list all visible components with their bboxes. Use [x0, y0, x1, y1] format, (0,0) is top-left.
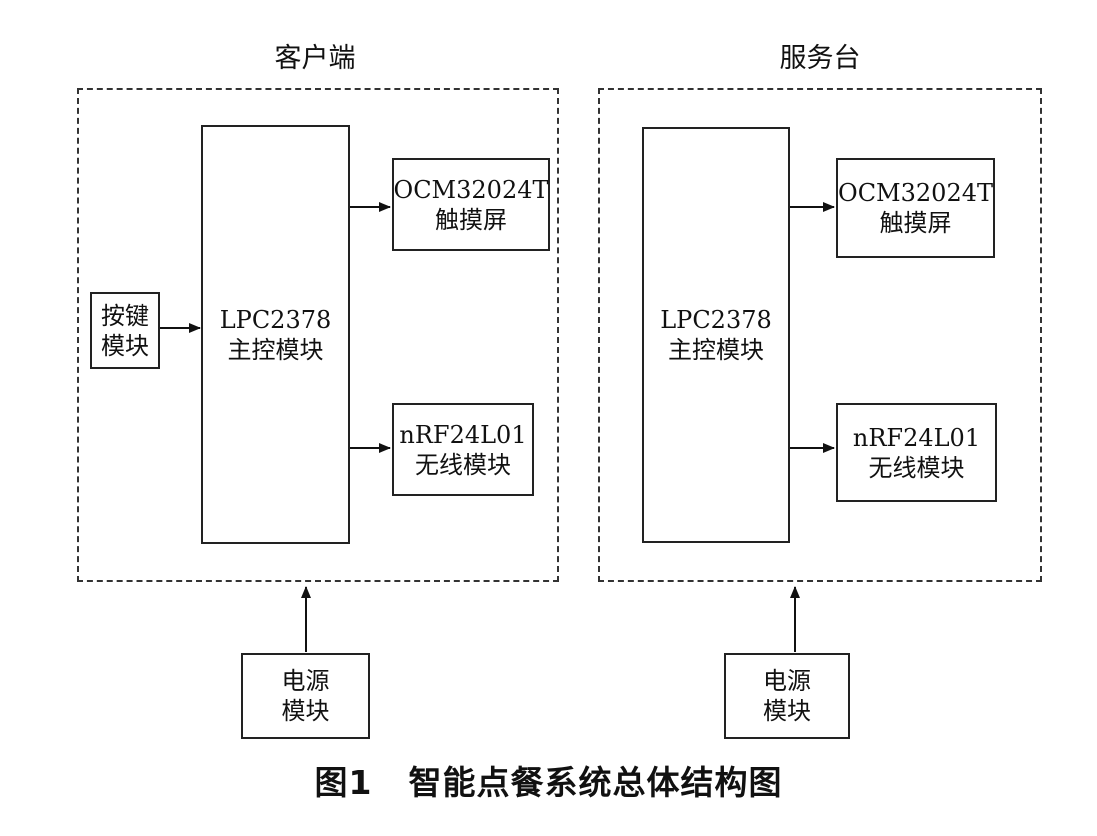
server-wireless-line2: 无线模块 [868, 453, 965, 482]
server-main-line2: 主控模块 [668, 336, 764, 364]
figure-caption: 图1 智能点餐系统总体结构图 [0, 756, 1097, 804]
client-keys-line2: 模块 [101, 331, 149, 360]
client-wireless-block: nRF24L01 无线模块 [392, 403, 534, 496]
server-main-control-block: LPC2378 主控模块 [642, 127, 790, 543]
client-main-line1: LPC2378 [219, 305, 332, 334]
client-power-line1: 电源 [281, 667, 330, 695]
client-touch-line2: 触摸屏 [435, 205, 507, 234]
client-touch-line1: OCM32024T [393, 175, 549, 204]
client-keys-line1: 按键 [101, 301, 149, 330]
client-touchscreen-block: OCM32024T 触摸屏 [392, 158, 550, 251]
figure-number: 图1 [314, 763, 373, 802]
server-title: 服务台 [779, 43, 861, 74]
server-power-line1: 电源 [763, 667, 811, 695]
server-main-line1: LPC2378 [660, 306, 772, 334]
client-wireless-line2: 无线模块 [415, 450, 511, 479]
server-power-block: 电源 模块 [724, 653, 850, 739]
server-power-line2: 模块 [763, 697, 811, 725]
client-group [77, 88, 559, 582]
server-touch-line1: OCM32024T [838, 179, 993, 207]
server-group [598, 88, 1042, 582]
figure-caption-text: 智能点餐系统总体结构图 [408, 763, 783, 802]
client-main-control-block: LPC2378 主控模块 [201, 125, 350, 544]
server-wireless-line1: nRF24L01 [852, 423, 981, 452]
client-wireless-line1: nRF24L01 [399, 420, 527, 449]
client-main-line2: 主控模块 [227, 335, 324, 364]
server-wireless-block: nRF24L01 无线模块 [836, 403, 997, 502]
client-keys-block: 按键 模块 [90, 292, 160, 369]
client-power-line2: 模块 [281, 697, 330, 725]
client-power-block: 电源 模块 [241, 653, 370, 739]
client-title: 客户端 [274, 43, 356, 74]
server-touch-line2: 触摸屏 [879, 209, 952, 237]
server-touchscreen-block: OCM32024T 触摸屏 [836, 158, 995, 258]
